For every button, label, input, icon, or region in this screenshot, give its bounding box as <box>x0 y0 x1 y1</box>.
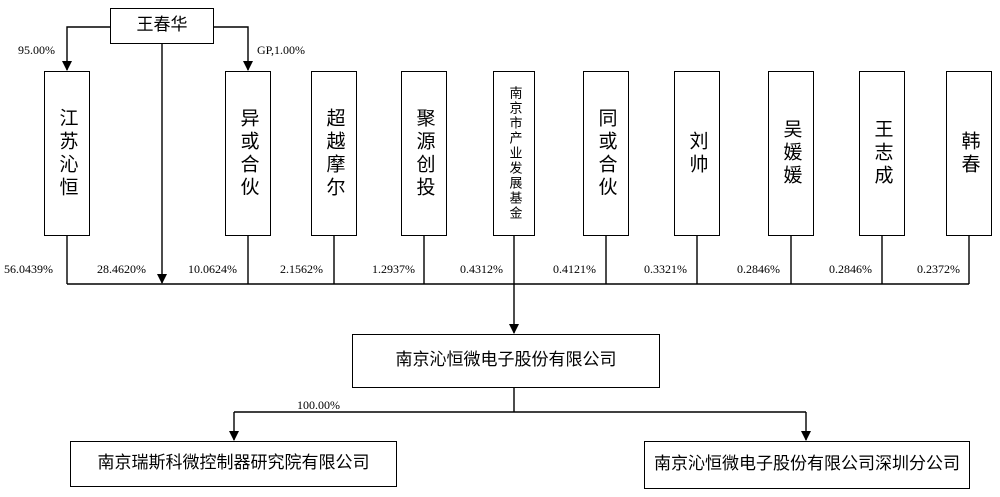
shareholder-name: 韩春 <box>958 130 981 177</box>
subsidiary-name: 南京瑞斯科微控制器研究院有限公司 <box>97 453 370 474</box>
pct-label-subsidiary: 100.00% <box>297 398 340 412</box>
pct-label-yihuo: 10.0624% <box>188 262 237 276</box>
edge-top-to-jiangsu <box>62 26 110 71</box>
shareholder-name: 同或合伙 <box>595 107 618 200</box>
pct-label-hanchun: 0.2372% <box>917 262 960 276</box>
top-person-box: 王春华 <box>110 8 214 44</box>
edge-top-to-yihuo <box>214 26 253 71</box>
shareholder-box-wangzhicheng: 王志成 <box>859 71 905 236</box>
shareholder-box-hanchun: 韩春 <box>946 71 992 236</box>
pct-label-nanjing-fund: 0.4312% <box>460 262 503 276</box>
pct-label-liushuai: 0.3321% <box>644 262 687 276</box>
shareholder-name: 超越摩尔 <box>323 107 346 200</box>
shareholder-box-chaoyue: 超越摩尔 <box>311 71 357 236</box>
pct-label-juyuan: 1.2937% <box>372 262 415 276</box>
shareholder-box-jiangsu: 江苏沁恒 <box>44 71 90 236</box>
pct-label-tonghuo: 0.4121% <box>553 262 596 276</box>
shareholder-box-juyuan: 聚源创投 <box>401 71 447 236</box>
branch-name: 南京沁恒微电子股份有限公司深圳分公司 <box>654 454 960 475</box>
pct-label-wuyuanyuan: 0.2846% <box>737 262 780 276</box>
pct-label-direct: 28.4620% <box>97 262 146 276</box>
shareholder-name: 聚源创投 <box>413 107 436 200</box>
subsidiary-box: 南京瑞斯科微控制器研究院有限公司 <box>70 441 397 487</box>
pct-label-jiangsu: 56.0439% <box>4 262 53 276</box>
shareholder-box-nanjing-fund: 南京市产业发展基金 <box>493 71 535 236</box>
company-name: 南京沁恒微电子股份有限公司 <box>395 350 617 371</box>
shareholder-name: 江苏沁恒 <box>56 107 79 200</box>
top-person-name: 王春华 <box>136 15 188 36</box>
shareholder-box-yihuo: 异或合伙 <box>225 71 271 236</box>
shareholder-box-tonghuo: 同或合伙 <box>583 71 629 236</box>
shareholder-name: 刘帅 <box>686 130 709 177</box>
branch-box: 南京沁恒微电子股份有限公司深圳分公司 <box>644 441 970 489</box>
shareholder-name: 王志成 <box>871 119 894 188</box>
pct-label-chaoyue: 2.1562% <box>280 262 323 276</box>
shareholder-name: 南京市产业发展基金 <box>506 86 522 221</box>
edge-label-yihuo: GP,1.00% <box>257 43 306 57</box>
company-box: 南京沁恒微电子股份有限公司 <box>352 334 660 388</box>
shareholder-name: 异或合伙 <box>237 107 260 200</box>
pct-label-wangzhicheng: 0.2846% <box>829 262 872 276</box>
shareholder-box-wuyuanyuan: 吴媛媛 <box>768 71 814 236</box>
edge-label-jiangsu: 95.00% <box>18 43 55 57</box>
shareholder-box-liushuai: 刘帅 <box>674 71 720 236</box>
shareholder-name: 吴媛媛 <box>780 119 803 188</box>
